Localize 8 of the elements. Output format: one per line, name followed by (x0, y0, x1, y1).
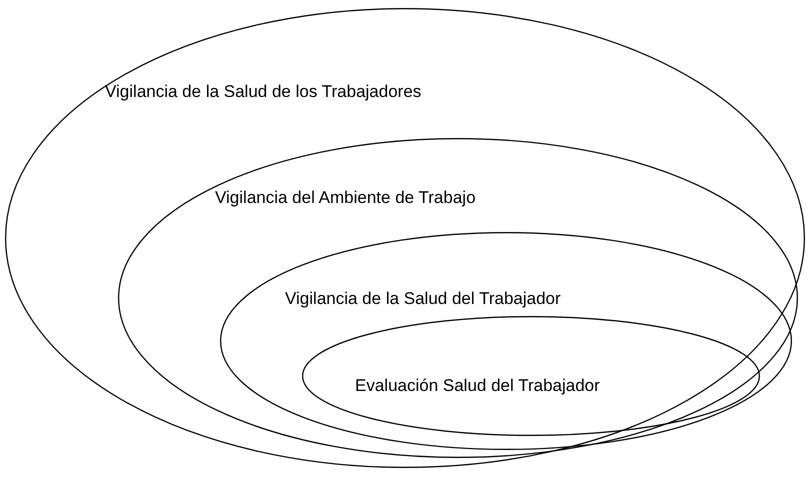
ellipse-region (5, 8, 805, 468)
region-label: Evaluación Salud del Trabajador (355, 376, 600, 396)
region-label: Vigilancia de la Salud de los Trabajadores (105, 82, 422, 102)
region-label: Vigilancia de la Salud del Trabajador (285, 289, 561, 309)
ellipse-region (220, 232, 792, 450)
region-label: Vigilancia del Ambiente de Trabajo (215, 188, 476, 208)
ellipse-region (302, 316, 760, 436)
ellipse-region (118, 138, 798, 458)
